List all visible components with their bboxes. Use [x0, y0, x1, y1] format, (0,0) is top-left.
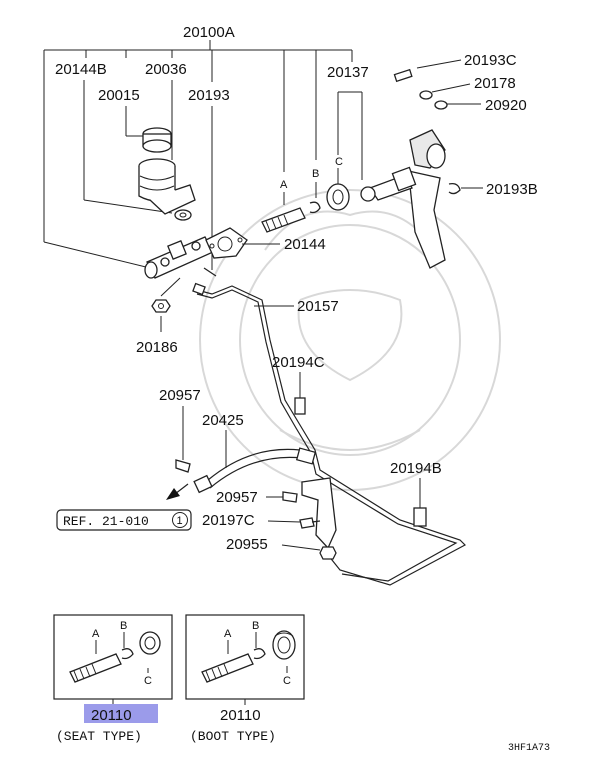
- clip-20957-top: [175, 459, 191, 473]
- seat-part-highlight: [84, 704, 158, 723]
- clip-20957-mid: [282, 491, 298, 503]
- ref-text: REF. 21-010: [63, 514, 149, 529]
- letter-a: A: [280, 179, 288, 191]
- nut-20955: [319, 546, 337, 560]
- washer-20178: [419, 90, 433, 100]
- boot-C: [326, 183, 350, 211]
- label-20015: 20015: [98, 87, 140, 104]
- inset-boot-type: A B C: [185, 614, 305, 700]
- label-20957-top: 20957: [159, 387, 201, 404]
- label-20194B: 20194B: [390, 460, 442, 477]
- reservoir-tank: [138, 158, 196, 215]
- nut-20186: [151, 299, 171, 313]
- inset-seat-caption: (SEAT TYPE): [56, 729, 142, 744]
- watermark-emblem: [199, 189, 501, 491]
- label-20197C: 20197C: [202, 512, 255, 529]
- label-20425: 20425: [202, 412, 244, 429]
- clamp-20194C: [294, 397, 306, 415]
- inset-seat-letter-c: C: [144, 675, 152, 687]
- push-rod-A: [261, 207, 306, 233]
- label-20193B: 20193B: [486, 181, 538, 198]
- clip-B: [309, 201, 321, 214]
- inset-boot-part-no: 20110: [220, 707, 261, 724]
- inset-seat-push-rod: [69, 653, 122, 683]
- inset-boot-clip: [253, 648, 266, 660]
- arrow-to-ref: [166, 483, 189, 500]
- letter-c: C: [335, 156, 343, 168]
- bolt-20197C: [299, 517, 321, 529]
- inset-seat-letter-a: A: [92, 628, 100, 640]
- inset-boot-boot: [272, 630, 296, 660]
- label-20194C: 20194C: [272, 354, 325, 371]
- clutch-pedal-bracket: [360, 129, 446, 269]
- label-20157: 20157: [297, 298, 339, 315]
- inset-boot-letter-b: B: [252, 620, 259, 632]
- master-cylinder-body: [144, 236, 214, 279]
- label-20144B: 20144B: [55, 61, 107, 78]
- inset-boot-letter-c: C: [283, 675, 291, 687]
- clip-20193B: [448, 182, 461, 195]
- diagram-code: 3HF1A73: [508, 743, 550, 754]
- gasket-20144: [205, 227, 248, 259]
- label-20178: 20178: [474, 75, 516, 92]
- label-20955: 20955: [226, 536, 268, 553]
- reservoir-cap: [142, 127, 172, 153]
- label-20186: 20186: [136, 339, 178, 356]
- ref-box: REF. 21-010 1: [56, 509, 192, 531]
- inset-boot-letter-a: A: [224, 628, 232, 640]
- clutch-pipe-20157: [192, 282, 466, 586]
- inset-seat-ring: [139, 631, 161, 655]
- clamp-20194B: [413, 507, 427, 527]
- label-20100A: 20100A: [183, 24, 235, 41]
- pedal-pin-20193C: [393, 68, 413, 83]
- inset-boot-push-rod: [201, 653, 254, 683]
- ref-circled-number: 1: [177, 515, 183, 527]
- label-20137: 20137: [327, 64, 369, 81]
- label-20920: 20920: [485, 97, 527, 114]
- pin-20193: [203, 267, 217, 277]
- label-20193C: 20193C: [464, 52, 517, 69]
- inset-seat-part-no: 20110: [91, 707, 132, 724]
- seal-washer-20144B: [174, 209, 192, 221]
- label-20957-mid: 20957: [216, 489, 258, 506]
- bushing-20920: [434, 100, 448, 110]
- inset-seat-clip: [121, 648, 134, 660]
- letter-b: B: [312, 168, 319, 180]
- flexible-hose-20425: [193, 447, 317, 494]
- inset-boot-caption: (BOOT TYPE): [190, 729, 276, 744]
- label-20193: 20193: [188, 87, 230, 104]
- inset-seat-letter-b: B: [120, 620, 127, 632]
- assembly-bracket: 20100A: [43, 24, 353, 269]
- inset-seat-type: A B C: [53, 614, 173, 700]
- mounting-bracket: [301, 477, 337, 550]
- label-20144: 20144: [284, 236, 326, 253]
- label-20036: 20036: [145, 61, 187, 78]
